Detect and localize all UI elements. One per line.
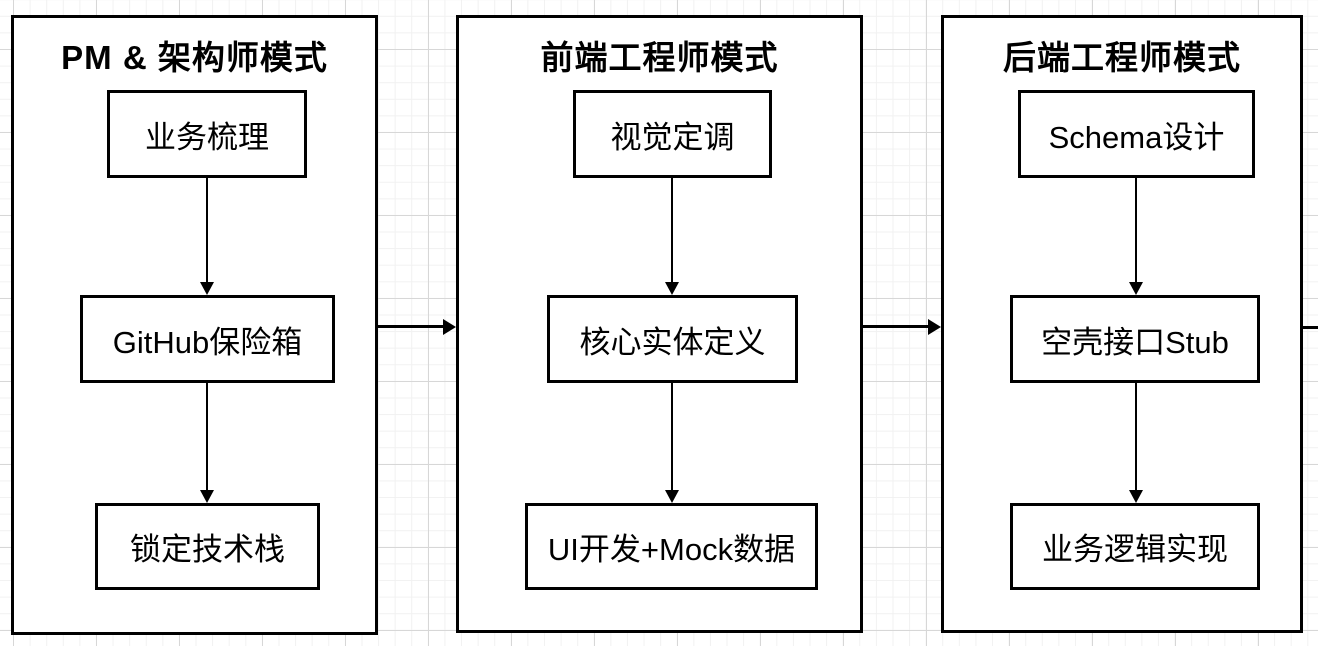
arrow-down-icon — [1128, 177, 1144, 295]
arrow-down-icon — [199, 177, 215, 295]
node-lock-tech-stack: 锁定技术栈 — [95, 503, 320, 590]
panel-backend-engineer: 后端工程师模式 Schema设计 空壳接口Stub 业务逻辑实现 — [941, 15, 1303, 633]
arrow-down-icon — [1128, 383, 1144, 503]
node-visual-tone: 视觉定调 — [573, 90, 772, 178]
node-github-vault: GitHub保险箱 — [80, 295, 335, 383]
node-visual-tone-label: 视觉定调 — [610, 119, 735, 155]
connector-line — [1303, 326, 1318, 329]
arrow-down-icon — [199, 383, 215, 503]
panel-frontend-engineer-title: 前端工程师模式 — [540, 39, 779, 76]
arrow-right-icon — [378, 319, 456, 335]
node-business-sorting: 业务梳理 — [107, 90, 307, 178]
panel-pm-architect: PM & 架构师模式 业务梳理 GitHub保险箱 锁定技术栈 — [11, 15, 378, 635]
node-business-logic: 业务逻辑实现 — [1010, 503, 1260, 590]
arrow-right-icon — [863, 319, 941, 335]
node-ui-dev-mock-data-label: UI开发+Mock数据 — [547, 532, 796, 567]
node-schema-design: Schema设计 — [1018, 90, 1255, 178]
node-business-sorting-label: 业务梳理 — [145, 119, 269, 155]
arrow-down-icon — [664, 383, 680, 503]
panel-frontend-engineer: 前端工程师模式 视觉定调 核心实体定义 UI开发+Mock数据 — [456, 15, 863, 633]
node-lock-tech-stack-label: 锁定技术栈 — [130, 532, 285, 567]
panel-backend-engineer-title: 后端工程师模式 — [1003, 39, 1241, 76]
node-core-entity-definition-label: 核心实体定义 — [579, 324, 766, 360]
panel-pm-architect-title: PM & 架构师模式 — [61, 39, 328, 76]
arrow-down-icon — [664, 177, 680, 295]
node-api-stub-label: 空壳接口Stub — [1041, 324, 1229, 360]
node-github-vault-label: GitHub保险箱 — [112, 324, 303, 360]
node-core-entity-definition: 核心实体定义 — [547, 295, 798, 383]
node-ui-dev-mock-data: UI开发+Mock数据 — [525, 503, 818, 590]
node-business-logic-label: 业务逻辑实现 — [1042, 532, 1228, 567]
node-schema-design-label: Schema设计 — [1048, 119, 1225, 155]
node-api-stub: 空壳接口Stub — [1010, 295, 1260, 383]
